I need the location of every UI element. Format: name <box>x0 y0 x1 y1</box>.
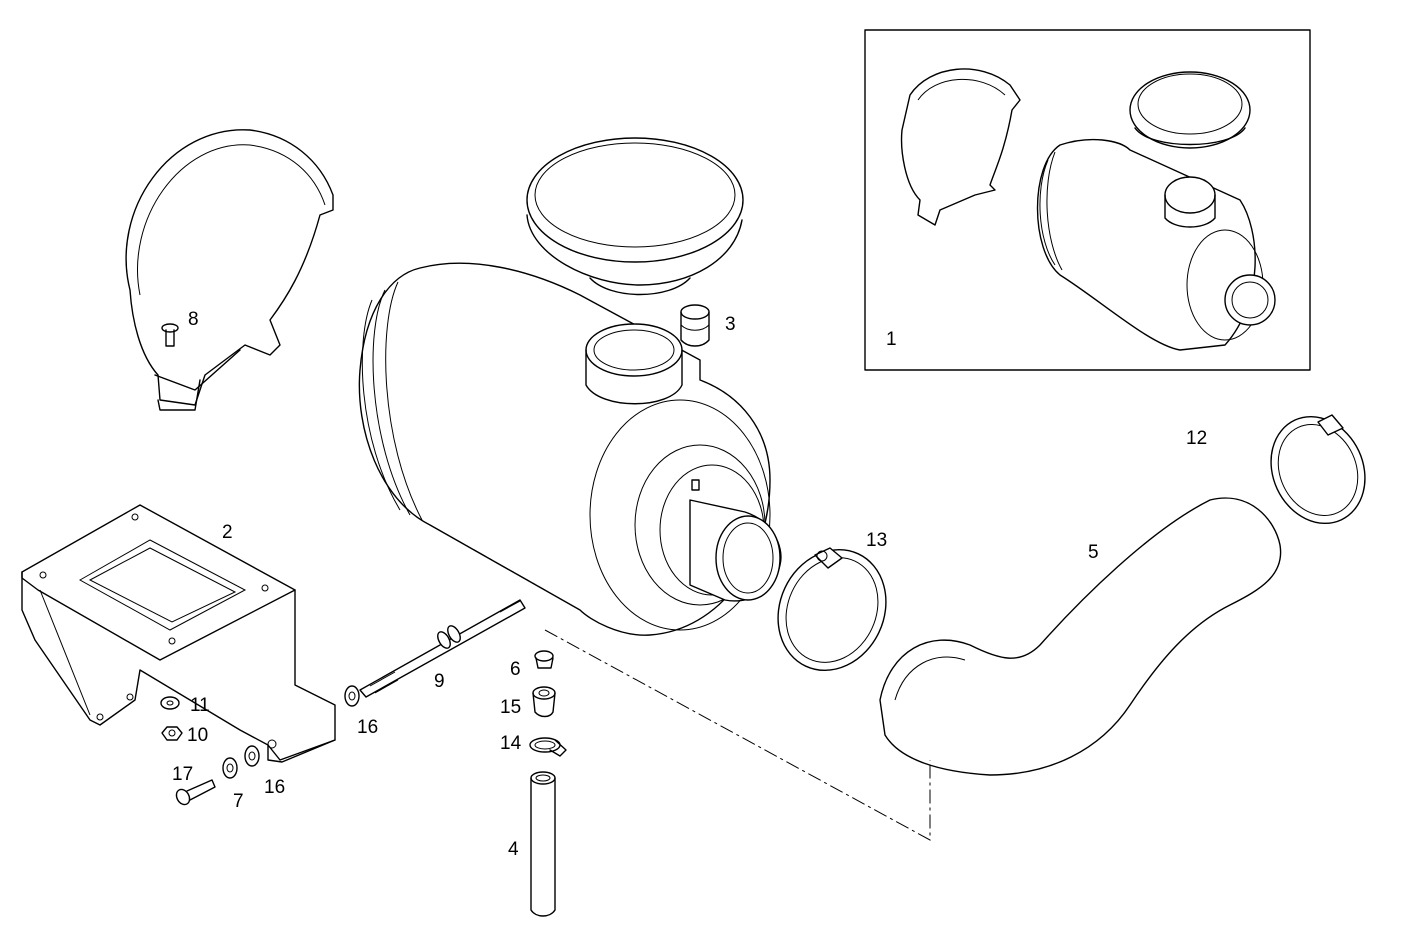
callout-14: 14 <box>500 733 522 754</box>
callout-3: 3 <box>725 314 736 335</box>
washer-11 <box>160 696 180 710</box>
mounting-bracket-2 <box>21 504 336 763</box>
filter-housing <box>358 262 782 636</box>
callout-17: 17 <box>172 764 193 785</box>
callout-2: 2 <box>222 522 233 543</box>
callout-4: 4 <box>508 839 519 860</box>
washer-16a <box>344 685 360 707</box>
tie-rod-9 <box>359 599 526 698</box>
callout-15: 15 <box>500 697 521 718</box>
callout-13: 13 <box>866 530 887 551</box>
dust-valve-3 <box>680 304 710 347</box>
housing-strap <box>125 129 334 411</box>
hose-clamp-14 <box>529 737 567 757</box>
hose-clamp-12 <box>1270 414 1366 525</box>
assembly-inset: 1 <box>864 29 1311 371</box>
callout-12: 12 <box>1186 428 1207 449</box>
callout-10: 10 <box>187 725 208 746</box>
tube-4 <box>530 771 556 917</box>
nut-10 <box>161 726 183 741</box>
callout-8: 8 <box>188 309 199 330</box>
washer-16b <box>244 745 260 767</box>
callout-16a: 16 <box>357 717 378 738</box>
callout-16b: 16 <box>264 777 285 798</box>
filter-cover <box>526 137 744 296</box>
callout-11: 11 <box>190 695 210 716</box>
nut-7 <box>222 757 238 779</box>
bolt-17 <box>175 779 216 806</box>
assembly-centerline <box>544 629 931 841</box>
bolt-8 <box>161 323 179 347</box>
callout-9: 9 <box>434 671 445 692</box>
callout-1: 1 <box>886 329 897 350</box>
intake-hose-5 <box>879 497 1282 776</box>
callout-6: 6 <box>510 659 521 680</box>
assembly-centerline-2 <box>429 524 546 591</box>
callout-7: 7 <box>233 791 244 812</box>
hose-clamp-13 <box>777 547 887 672</box>
screw-6 <box>534 650 554 669</box>
adapter-15 <box>532 686 556 718</box>
callout-5: 5 <box>1088 542 1099 563</box>
